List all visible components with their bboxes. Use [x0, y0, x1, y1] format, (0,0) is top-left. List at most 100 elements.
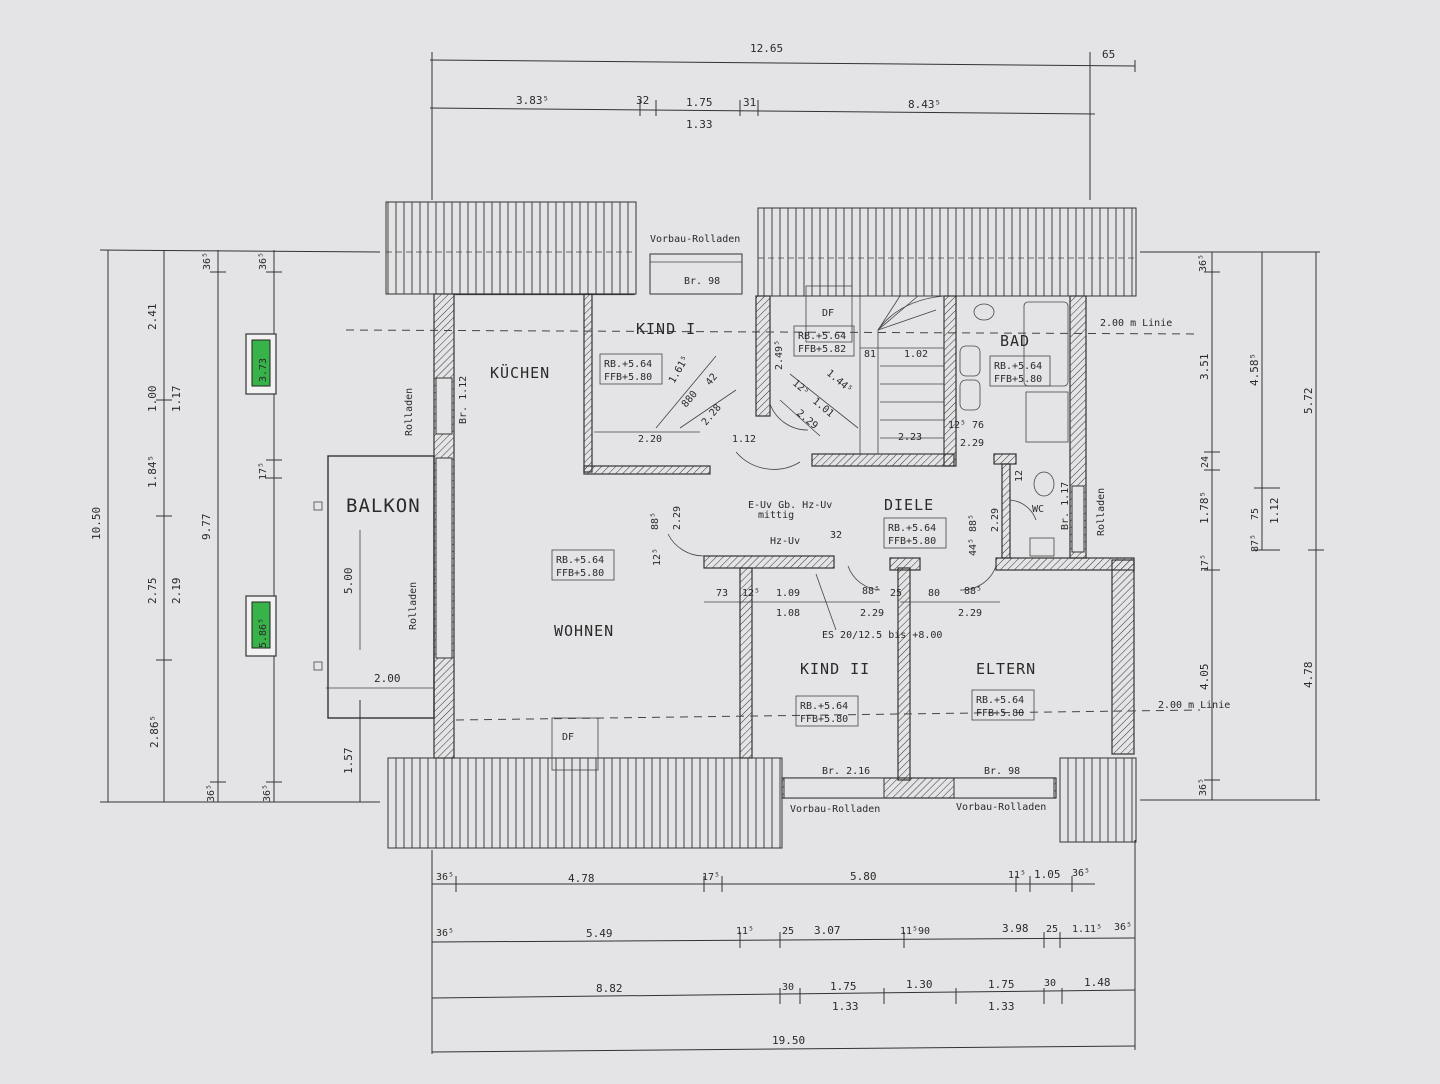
dim-in-101: 1.01	[810, 396, 836, 420]
windows	[435, 253, 1085, 799]
level-stair-rb: RB.+5.64	[798, 331, 846, 342]
dim-left-j: 36⁵	[258, 252, 269, 270]
dim-bot2-h: 3.98	[1002, 922, 1029, 935]
dim-bot2-c: 11⁵	[736, 926, 754, 937]
left-dimensions: 10.50 9.77 2.41 1.00 1.17 1.84⁵ 2.75 2.1…	[90, 249, 381, 803]
dim-in-32: 32	[830, 530, 842, 541]
wall-stair-bottom	[811, 453, 955, 467]
level-kind1-rb: RB.+5.64	[604, 359, 652, 370]
dim-bot-total: 19.50	[772, 1034, 805, 1047]
label-linie-top: 2.00 m Linie	[1100, 318, 1172, 329]
wall-mid-left	[703, 555, 835, 569]
dim-right-d: 17⁵	[1200, 554, 1211, 572]
dim-right-a: 3.51	[1198, 354, 1211, 381]
room-bad: BAD	[1000, 332, 1030, 350]
dim-in-885a: 88⁵	[650, 512, 661, 530]
label-br-kind2: Br. 2.16	[822, 766, 870, 777]
level-diele-ffb: FFB+5.80	[888, 536, 936, 547]
dim-bot1-b: 4.78	[568, 872, 595, 885]
level-boxes: RB.+5.64 FFB+5.80 RB.+5.64 FFB+5.82 RB.+…	[551, 325, 1051, 727]
label-linie-bottom: 2.00 m Linie	[1158, 700, 1230, 711]
label-rolladen-2: Rolladen	[408, 582, 419, 630]
dim-in-220: 2.20	[638, 434, 662, 445]
dim-top-total: 12.65	[750, 42, 783, 55]
dim-in-12: 12	[1014, 470, 1025, 482]
dim-bot3-b: 30	[782, 982, 794, 993]
dim-right-i: 1.12	[1268, 498, 1281, 525]
dim-left-h: 2.86⁵	[148, 715, 161, 748]
balkon-dims: 5.00 2.00 1.57	[342, 568, 401, 775]
dim-bot2-j: 1.11⁵	[1072, 924, 1102, 935]
dim-bot2-f: 11⁵	[900, 926, 918, 937]
dim-right-h: 75	[1250, 508, 1261, 520]
dim-left-l: 36⁵	[262, 784, 273, 802]
label-br-top: Br. 98	[684, 276, 720, 287]
linie-top-line	[345, 329, 1201, 335]
dim-in-109: 1.09	[776, 588, 800, 599]
room-kuechen: KÜCHEN	[490, 363, 550, 382]
dim-in-125: 12⁵	[790, 378, 811, 398]
wall-kind1-right	[755, 295, 771, 417]
dim-top-a: 3.83⁵	[516, 94, 549, 107]
dim-bot2-d: 25	[782, 926, 794, 937]
level-wohnen-ffb: FFB+5.80	[556, 568, 604, 579]
dim-bot2-k: 36⁵	[1114, 922, 1132, 933]
level-eltern-ffb: FFB+5.80	[976, 708, 1024, 719]
dim-bot2-i: 25	[1046, 924, 1058, 935]
dim-right-l: 36⁵	[1198, 778, 1209, 796]
room-kind2: KIND II	[800, 660, 870, 678]
label-br-eltern: Br. 98	[984, 766, 1020, 777]
interior-dims: 2.20 1.12 2.28 880 42 1.61⁵ 2.49⁵ 12⁵ 1.…	[594, 340, 1025, 619]
label-hzuv: Hz-Uv	[770, 536, 800, 547]
shower	[1025, 391, 1069, 443]
dim-in-228a: 2.28	[700, 402, 724, 428]
dim-right-g: 4.58⁵	[1248, 353, 1261, 386]
roof-bottom-left	[387, 757, 783, 849]
top-dimensions: 12.65 65 3.83⁵ 32 1.75 31 8.43⁵ 1.33	[429, 42, 1136, 200]
level-eltern-rb: RB.+5.64	[976, 695, 1024, 706]
dim-bot3-c: 1.75	[830, 980, 857, 993]
dim-bot3-g: 1.48	[1084, 976, 1111, 989]
dim-bot3-h: 1.33	[832, 1000, 859, 1013]
level-kind1-ffb: FFB+5.80	[604, 372, 652, 383]
dim-in-229a: 2.29	[794, 408, 820, 432]
dim-bot1-d: 5.80	[850, 870, 877, 883]
bottom-dimensions: 36⁵ 4.78 17⁵ 5.80 11⁵ 1.05 36⁵ 36⁵ 5.49 …	[431, 840, 1136, 1054]
dim-in-885b: 88⁵	[968, 514, 979, 532]
label-euv: E-Uv Gb. Hz-Uv	[748, 500, 832, 511]
label-df-bottom: DF	[562, 732, 574, 743]
label-vorbau-bottom-left: Vorbau-Rolladen	[790, 804, 880, 815]
dim-bot2-b: 5.49	[586, 927, 613, 940]
dim-left-green1: 3.73	[258, 358, 269, 382]
dim-in-125b: 12⁵	[948, 420, 966, 431]
label-vorbau-top: Vorbau-Rolladen	[650, 234, 740, 245]
dim-in-229f: 2.29	[958, 608, 982, 619]
dim-in-885d: 88⁵	[964, 586, 982, 597]
dim-bot1-f: 1.05	[1034, 868, 1061, 881]
dim-right-e: 4.05	[1198, 664, 1211, 691]
dim-left-c: 1.00	[146, 386, 159, 413]
dim-in-76: 76	[972, 420, 984, 431]
dim-right-c: 1.78⁵	[1198, 491, 1211, 524]
dim-bot1-c: 17⁵	[702, 872, 720, 883]
room-kind1: KIND I	[636, 320, 696, 338]
dim-in-80: 80	[928, 588, 940, 599]
dim-balkon-e: 1.57	[342, 748, 355, 775]
level-stair-ffb: FFB+5.82	[798, 344, 846, 355]
roof-overhangs	[385, 201, 1137, 849]
dim-in-108: 1.08	[776, 608, 800, 619]
dim-in-229c: 2.29	[672, 506, 683, 530]
dim-in-125-mid: 12⁵	[742, 588, 760, 599]
level-bad-ffb: FFB+5.80	[994, 374, 1042, 385]
dim-in-112: 1.12	[732, 434, 756, 445]
right-dimensions: 36⁵ 3.51 24 1.78⁵ 17⁵ 4.05 36⁵ 4.58⁵ 75 …	[1140, 251, 1324, 801]
dim-right-j: 87⁵	[1250, 534, 1261, 552]
annotations: Vorbau-Rolladen Vorbau-Rolladen Vorbau-R…	[404, 234, 1230, 815]
level-kind2-rb: RB.+5.64	[800, 701, 848, 712]
dim-right-f: 36⁵	[1198, 254, 1209, 272]
label-df-top: DF	[822, 308, 834, 319]
dim-right-outer: 5.72	[1302, 388, 1315, 415]
dim-left-e: 1.84⁵	[146, 455, 159, 488]
room-diele: DIELE	[884, 496, 934, 514]
